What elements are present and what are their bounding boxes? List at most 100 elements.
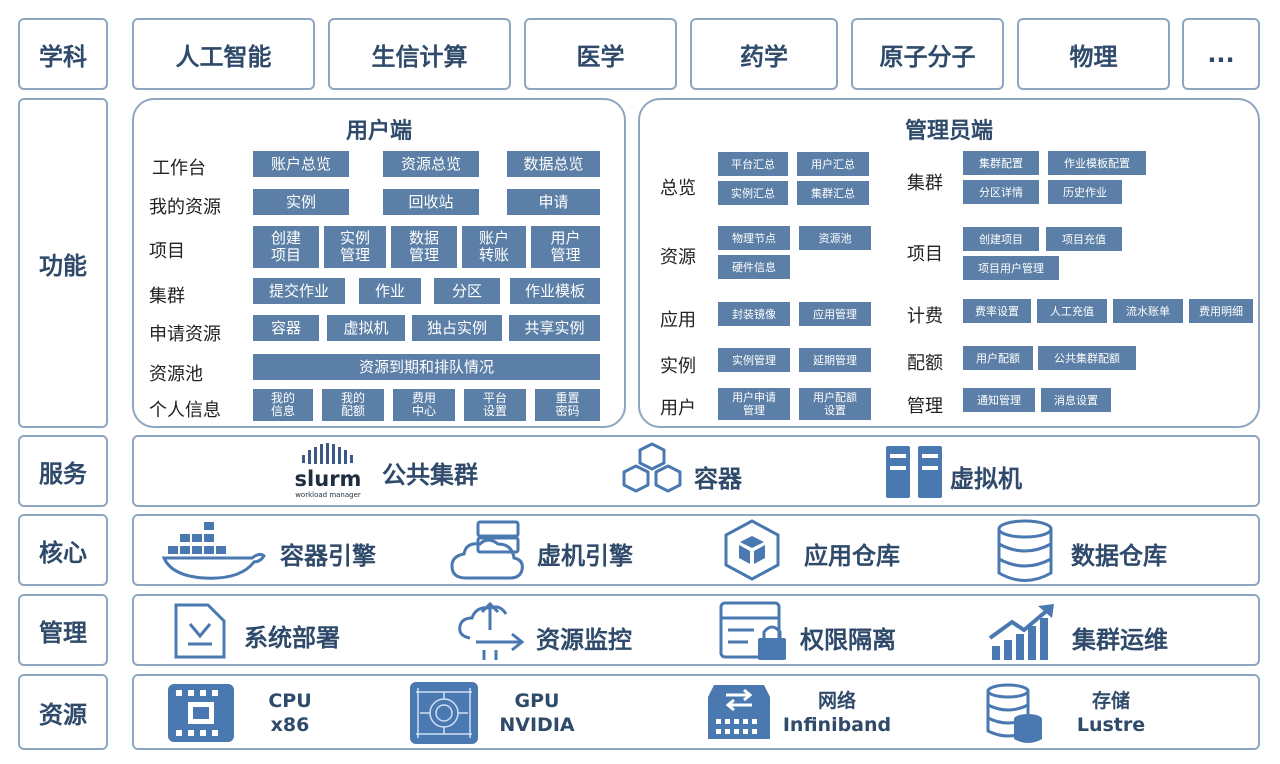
admin-btn-rate-settings[interactable]: 费率设置 bbox=[963, 299, 1031, 323]
monitor-upload-icon bbox=[456, 600, 530, 662]
user-btn-apply[interactable]: 申请 bbox=[507, 189, 600, 215]
user-label-workbench: 工作台 bbox=[152, 158, 206, 179]
user-btn-resource-overview[interactable]: 资源总览 bbox=[383, 151, 479, 177]
user-btn-exclusive-instance[interactable]: 独占实例 bbox=[412, 315, 502, 341]
user-btn-partition[interactable]: 分区 bbox=[434, 278, 500, 304]
user-btn-data-overview[interactable]: 数据总览 bbox=[507, 151, 600, 177]
user-label-cluster: 集群 bbox=[149, 286, 185, 307]
admin-btn-transaction-bill[interactable]: 流水账单 bbox=[1113, 299, 1183, 323]
resource-storage-detail: Lustre bbox=[1076, 714, 1146, 736]
user-btn-submit-job[interactable]: 提交作业 bbox=[253, 278, 345, 304]
admin-btn-instance-summary[interactable]: 实例汇总 bbox=[718, 181, 788, 205]
service-vm: 虚拟机 bbox=[950, 465, 1022, 493]
gpu-icon bbox=[408, 680, 480, 746]
admin-btn-physical-nodes[interactable]: 物理节点 bbox=[718, 226, 790, 250]
subject-medicine: 医学 bbox=[524, 18, 677, 90]
svg-text:workload manager: workload manager bbox=[295, 491, 361, 499]
admin-btn-manual-recharge[interactable]: 人工充值 bbox=[1037, 299, 1107, 323]
core-container-engine: 容器引擎 bbox=[280, 542, 376, 570]
user-btn-platform-settings[interactable]: 平台 设置 bbox=[464, 389, 526, 421]
user-btn-instance-management[interactable]: 实例 管理 bbox=[324, 226, 386, 268]
admin-btn-partition-details[interactable]: 分区详情 bbox=[963, 180, 1039, 204]
admin-label-instances: 实例 bbox=[660, 356, 696, 377]
user-btn-job-templates[interactable]: 作业模板 bbox=[510, 278, 600, 304]
user-btn-shared-instance[interactable]: 共享实例 bbox=[509, 315, 600, 341]
admin-btn-job-history[interactable]: 历史作业 bbox=[1048, 180, 1122, 204]
admin-label-admin: 管理 bbox=[907, 396, 943, 417]
vm-server-icon bbox=[884, 444, 944, 500]
user-label-my-resources: 我的资源 bbox=[149, 197, 221, 218]
user-btn-my-info[interactable]: 我的 信息 bbox=[253, 389, 313, 421]
slurm-logo: slurm workload manager bbox=[288, 441, 368, 503]
row-label-functions: 功能 bbox=[18, 98, 108, 428]
admin-btn-platform-summary[interactable]: 平台汇总 bbox=[718, 152, 788, 176]
resource-network-name: 网络 bbox=[817, 690, 856, 712]
subject-atoms-molecules: 原子分子 bbox=[851, 18, 1004, 90]
user-label-apply-resources: 申请资源 bbox=[149, 324, 221, 345]
resource-cpu: CPU x86 bbox=[250, 689, 330, 737]
user-btn-instance[interactable]: 实例 bbox=[253, 189, 349, 215]
admin-btn-cluster-summary[interactable]: 集群汇总 bbox=[797, 181, 869, 205]
user-btn-create-project[interactable]: 创建 项目 bbox=[253, 226, 319, 268]
mgmt-cluster-ops: 集群运维 bbox=[1072, 626, 1168, 654]
admin-btn-extension-management[interactable]: 延期管理 bbox=[799, 348, 871, 372]
subject-more: ... bbox=[1182, 18, 1260, 90]
service-public-cluster: 公共集群 bbox=[382, 461, 478, 489]
admin-btn-create-project[interactable]: 创建项目 bbox=[963, 227, 1039, 251]
mgmt-resource-monitoring: 资源监控 bbox=[536, 626, 632, 654]
admin-btn-resource-pool[interactable]: 资源池 bbox=[799, 226, 871, 250]
permission-lock-icon bbox=[718, 600, 790, 662]
admin-btn-hardware-info[interactable]: 硬件信息 bbox=[718, 255, 790, 279]
row-label-core: 核心 bbox=[18, 514, 108, 586]
admin-btn-instance-management[interactable]: 实例管理 bbox=[718, 348, 790, 372]
admin-btn-app-management[interactable]: 应用管理 bbox=[799, 302, 871, 326]
user-btn-container[interactable]: 容器 bbox=[253, 315, 319, 341]
user-btn-billing-center[interactable]: 费用 中心 bbox=[393, 389, 455, 421]
user-btn-jobs[interactable]: 作业 bbox=[359, 278, 421, 304]
container-cubes-icon bbox=[618, 441, 686, 499]
user-btn-expiry-queue[interactable]: 资源到期和排队情况 bbox=[253, 354, 600, 380]
mgmt-system-deployment: 系统部署 bbox=[244, 624, 340, 652]
database-icon bbox=[994, 518, 1056, 584]
resource-storage: 存储 Lustre bbox=[1066, 689, 1156, 737]
core-box bbox=[132, 514, 1260, 586]
user-label-project: 项目 bbox=[149, 241, 185, 262]
resource-cpu-detail: x86 bbox=[270, 714, 310, 736]
user-btn-user-management[interactable]: 用户 管理 bbox=[531, 226, 600, 268]
admin-btn-user-quota[interactable]: 用户配额 bbox=[963, 346, 1033, 370]
user-panel-title: 用户端 bbox=[345, 119, 412, 144]
admin-btn-user-quota-settings[interactable]: 用户配额 设置 bbox=[799, 388, 871, 420]
admin-btn-user-application[interactable]: 用户申请 管理 bbox=[718, 388, 790, 420]
admin-btn-project-recharge[interactable]: 项目充值 bbox=[1046, 227, 1122, 251]
subject-ai: 人工智能 bbox=[132, 18, 315, 90]
user-btn-my-quota[interactable]: 我的 配额 bbox=[322, 389, 384, 421]
admin-btn-user-summary[interactable]: 用户汇总 bbox=[797, 152, 869, 176]
admin-btn-project-user-management[interactable]: 项目用户管理 bbox=[963, 256, 1059, 280]
growth-chart-icon bbox=[986, 602, 1058, 662]
subject-pharmacy: 药学 bbox=[690, 18, 838, 90]
admin-label-overview: 总览 bbox=[660, 178, 696, 199]
admin-btn-cluster-config[interactable]: 集群配置 bbox=[963, 151, 1039, 175]
user-btn-reset-password[interactable]: 重置 密码 bbox=[535, 389, 600, 421]
admin-label-resources: 资源 bbox=[660, 247, 696, 268]
admin-btn-package-image[interactable]: 封装镜像 bbox=[718, 302, 790, 326]
admin-btn-notification-management[interactable]: 通知管理 bbox=[963, 388, 1035, 412]
admin-btn-message-settings[interactable]: 消息设置 bbox=[1041, 388, 1111, 412]
user-btn-virtual-machine[interactable]: 虚拟机 bbox=[327, 315, 405, 341]
core-data-repository: 数据仓库 bbox=[1071, 542, 1167, 570]
docker-whale-icon bbox=[160, 516, 270, 582]
core-app-repository: 应用仓库 bbox=[804, 542, 900, 570]
subject-physics: 物理 bbox=[1017, 18, 1170, 90]
resource-gpu: GPU NVIDIA bbox=[492, 689, 582, 737]
user-btn-account-overview[interactable]: 账户总览 bbox=[253, 151, 349, 177]
deploy-icon bbox=[172, 602, 228, 660]
admin-btn-public-cluster-quota[interactable]: 公共集群配额 bbox=[1038, 346, 1136, 370]
admin-btn-cost-details[interactable]: 费用明细 bbox=[1189, 299, 1253, 323]
storage-icon bbox=[984, 681, 1046, 745]
user-btn-data-management[interactable]: 数据 管理 bbox=[391, 226, 457, 268]
user-btn-recycle-bin[interactable]: 回收站 bbox=[383, 189, 479, 215]
svg-text:slurm: slurm bbox=[295, 467, 362, 491]
row-label-resources: 资源 bbox=[18, 674, 108, 750]
user-btn-account-transfer[interactable]: 账户 转账 bbox=[462, 226, 526, 268]
admin-btn-job-template-config[interactable]: 作业模板配置 bbox=[1048, 151, 1146, 175]
